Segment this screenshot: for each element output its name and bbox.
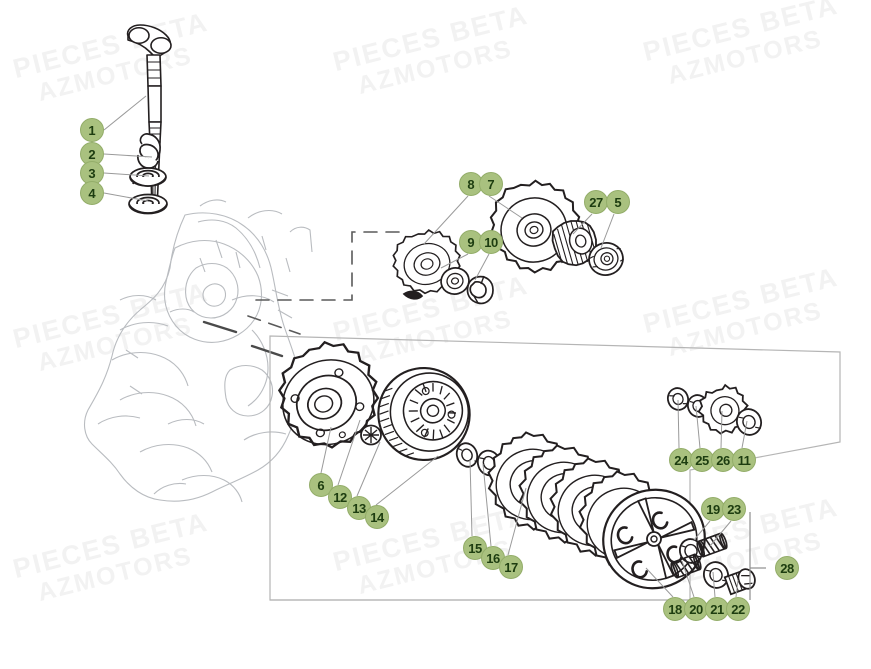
callout-badge-17[interactable]: 17 xyxy=(499,555,523,579)
part-21-spring-cap xyxy=(702,561,730,589)
clutch-group-frame xyxy=(269,335,841,601)
callout-badge-10[interactable]: 10 xyxy=(479,230,503,254)
part-3-washer xyxy=(129,167,167,187)
part-22-screw xyxy=(723,568,756,596)
callout-badge-27[interactable]: 27 xyxy=(584,190,608,214)
callout-badge-4[interactable]: 4 xyxy=(80,181,104,205)
callout-badge-21[interactable]: 21 xyxy=(705,597,729,621)
callout-badge-26[interactable]: 26 xyxy=(711,448,735,472)
part-13-clutch-housing xyxy=(377,366,471,462)
callout-28-bracket xyxy=(749,512,766,600)
callout-badge-15[interactable]: 15 xyxy=(463,536,487,560)
callout-badge-11[interactable]: 11 xyxy=(732,448,756,472)
callout-badge-28[interactable]: 28 xyxy=(775,556,799,580)
part-9-gear xyxy=(392,228,470,300)
part-10-circlip xyxy=(466,275,494,305)
dashed-pointer-bracket xyxy=(247,231,409,335)
part-23-spring xyxy=(697,532,721,543)
part-26-pressure-gear xyxy=(697,383,749,435)
part-4-washer xyxy=(128,193,168,215)
callout-badge-14[interactable]: 14 xyxy=(365,505,389,529)
part-27-gear xyxy=(551,220,597,267)
callout-badge-7[interactable]: 7 xyxy=(479,172,503,196)
callout-badge-22[interactable]: 22 xyxy=(726,597,750,621)
callout-badge-24[interactable]: 24 xyxy=(669,448,693,472)
callout-badge-23[interactable]: 23 xyxy=(722,497,746,521)
engine-case-shaft-marks xyxy=(202,320,284,358)
leader-lines xyxy=(103,95,748,598)
part-24-pushrod-end xyxy=(666,387,690,411)
part-6-clutch-primary-gear xyxy=(277,340,382,449)
part-18-pressure-plate xyxy=(602,488,706,590)
callout-badge-5[interactable]: 5 xyxy=(606,190,630,214)
part-15-thrust-washer xyxy=(455,442,479,468)
part-12-damper xyxy=(360,424,382,446)
engine-case-outline xyxy=(83,199,313,503)
callout-badge-1[interactable]: 1 xyxy=(80,118,104,142)
part-5-pinion xyxy=(588,242,624,276)
callout-badge-25[interactable]: 25 xyxy=(690,448,714,472)
